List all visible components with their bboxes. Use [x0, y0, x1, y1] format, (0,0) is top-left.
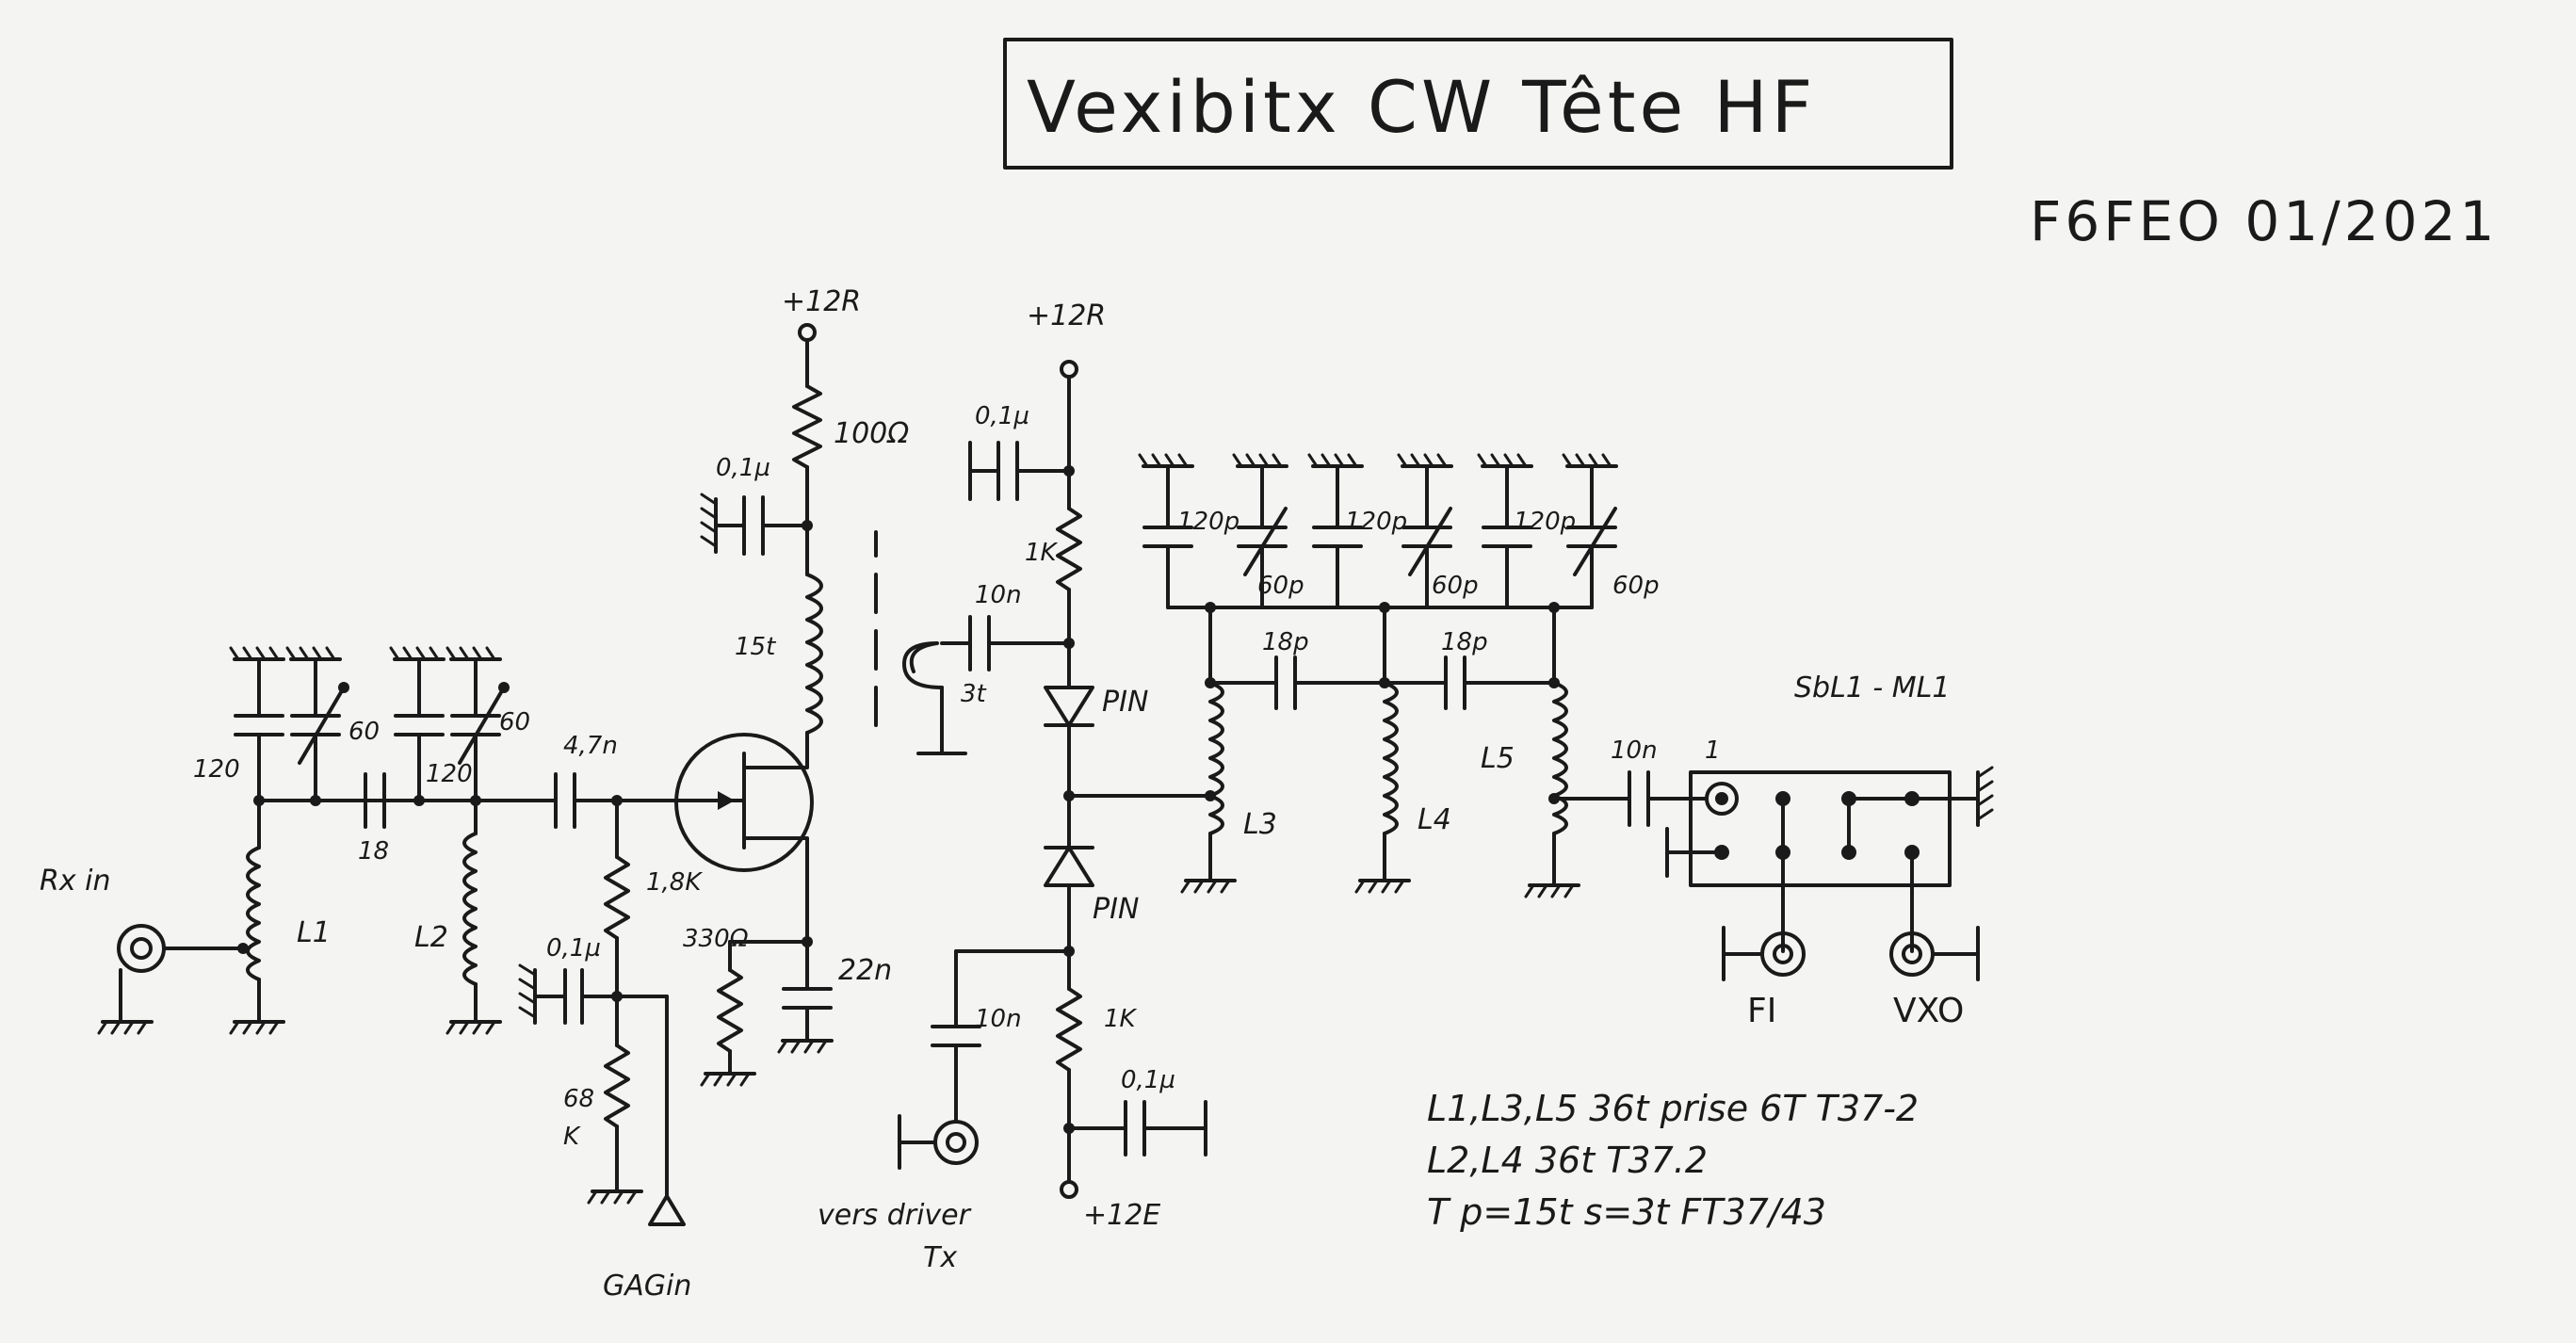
- gag-in-triangle: [648, 1194, 686, 1226]
- c01-gate-label: 0,1µ: [546, 934, 601, 963]
- c01-mid-label: 0,1µ: [975, 402, 1029, 430]
- c18p-1-label: 18p: [1262, 628, 1309, 656]
- c18p-2-label: 18p: [1441, 628, 1488, 656]
- supply-top-label: +12R: [782, 285, 861, 318]
- c01-bot-label: 0,1µ: [1121, 1066, 1175, 1094]
- t15-primary-coil: [805, 573, 823, 735]
- pin-switch: +12R 0,1µ 1K PIN PIN 10n: [818, 299, 1212, 1274]
- pin2-label: PIN: [1093, 893, 1139, 926]
- mixer-pin1-label: 1: [1705, 736, 1721, 765]
- rx-in-label: Rx in: [40, 865, 110, 898]
- l3t-label: 3t: [961, 680, 987, 708]
- t-secondary: 3t 10n: [902, 581, 1071, 755]
- rx-input-stage: Rx in L1 120 60: [40, 646, 510, 1035]
- l1-label: L1: [297, 916, 331, 949]
- r68k-resistor: [604, 1044, 630, 1128]
- bandpass-filter: 120p 60p 120p 60p 120p 60p 18p: [1138, 453, 1707, 898]
- c120a-label: 120: [193, 755, 240, 784]
- c120p-1-label: 120p: [1177, 508, 1239, 536]
- jfet-symbol: [674, 733, 814, 872]
- tx-label: Tx: [923, 1241, 957, 1274]
- l4-coil: [1383, 681, 1399, 835]
- r68k-label-1: 68: [563, 1085, 594, 1113]
- r1k-top-resistor: [1056, 507, 1082, 591]
- supply-mid-label: +12R: [1027, 299, 1106, 332]
- l2-coil: [462, 832, 478, 986]
- c60p-1-label: 60p: [1257, 572, 1304, 600]
- page-title: Vexibitx CW Tête HF: [1027, 65, 1816, 149]
- c10n-top-label: 10n: [975, 581, 1022, 609]
- winding-notes: L1,L3,L5 36t prise 6T T37-2 L2,L4 36t T3…: [1427, 1088, 1919, 1233]
- c47n-label: 4,7n: [563, 732, 618, 760]
- pin-diode-1: [1044, 686, 1094, 727]
- c60p-3-label: 60p: [1612, 572, 1660, 600]
- vers-driver-label: vers driver: [818, 1199, 972, 1232]
- l4-label: L4: [1418, 803, 1451, 836]
- mixer-body: [1689, 770, 1952, 887]
- jfet-stage: +12R 100Ω 0,1µ 15t 330Ω: [674, 285, 909, 1087]
- r18k-label: 1,8K: [646, 868, 703, 897]
- r1k-top-label: 1K: [1025, 539, 1059, 567]
- c120p-3-label: 120p: [1514, 508, 1576, 536]
- c10n-out-label: 10n: [1611, 736, 1658, 765]
- l5-coil: [1552, 681, 1568, 835]
- c22n-label: 22n: [838, 954, 892, 987]
- rx-in-connector: [117, 924, 166, 973]
- title-frame: [1003, 38, 1953, 170]
- mixer-label: SbL1 - ML1: [1794, 672, 1950, 704]
- l3-coil: [1208, 681, 1224, 835]
- vxo-label: VXO: [1893, 992, 1964, 1030]
- r18k-resistor: [604, 855, 630, 940]
- note-line-3: T p=15t s=3t FT37/43: [1427, 1191, 1826, 1233]
- note-line-2: L2,L4 36t T37.2: [1427, 1140, 1708, 1181]
- fi-label: FI: [1747, 992, 1776, 1030]
- coupling-cap-18: 18: [314, 772, 478, 866]
- c120b-label: 120: [426, 760, 473, 788]
- c60b-label: 60: [499, 708, 530, 736]
- l1-coil: [246, 846, 261, 981]
- r1k-bot-resistor: [1056, 987, 1082, 1072]
- l2-tank: 120 60 L2: [389, 646, 530, 1035]
- r1k-bot-label: 1K: [1104, 1005, 1138, 1033]
- r330-label: 330Ω: [683, 925, 749, 953]
- pin1-label: PIN: [1102, 686, 1148, 719]
- l2-label: L2: [414, 921, 448, 954]
- mixer-sbl1: SbL1 - ML1 1 FI VXO: [1665, 672, 1994, 1030]
- trimmer60a-arrow: [298, 686, 346, 765]
- r100-resistor: [792, 384, 822, 469]
- c01-top-label: 0,1µ: [716, 454, 770, 482]
- r330-resistor: [717, 968, 743, 1053]
- supply-tx-label: +12E: [1083, 1199, 1160, 1232]
- pin-diode-2: [1044, 846, 1094, 887]
- gag-in-label: GAGin: [603, 1270, 691, 1303]
- r100-label: 100Ω: [834, 417, 909, 450]
- title-block: Vexibitx CW Tête HF: [1003, 38, 1953, 170]
- driver-connector: [933, 1120, 979, 1165]
- note-line-1: L1,L3,L5 36t prise 6T T37-2: [1427, 1088, 1919, 1129]
- coupling-cap-4n7: 4,7n: [474, 732, 718, 829]
- c10n-bot-label: 10n: [975, 1005, 1022, 1033]
- c18-label: 18: [358, 837, 389, 866]
- l3-label: L3: [1243, 808, 1277, 841]
- r68k-label-2: K: [563, 1123, 581, 1151]
- author-date: F6FEO 01/2021: [2030, 189, 2498, 253]
- l3t-loop: [902, 641, 944, 689]
- gate-bias: 1,8K 0,1µ GAGin 68 K: [518, 799, 703, 1303]
- c120p-2-label: 120p: [1345, 508, 1407, 536]
- c60p-2-label: 60p: [1432, 572, 1479, 600]
- c60a-label: 60: [348, 718, 380, 746]
- l15t-label: 15t: [735, 633, 776, 661]
- l5-label: L5: [1481, 742, 1515, 775]
